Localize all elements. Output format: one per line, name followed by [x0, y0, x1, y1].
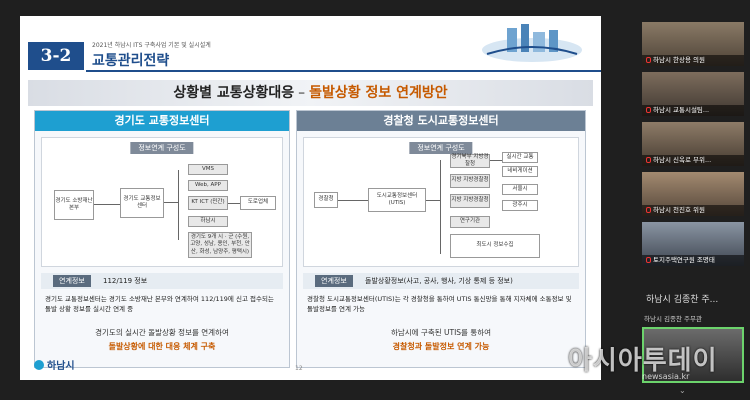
diagram-box-vms: VMS	[188, 164, 228, 175]
gyeonggi-summary-line1: 경기도의 실시간 돌발상황 정보를 연계하여	[95, 328, 229, 337]
gyeonggi-info-row: 연계정보 112/119 정보	[41, 273, 283, 289]
gyeonggi-info-tag: 연계정보	[53, 275, 91, 287]
diagram-connector	[94, 204, 120, 205]
police-description: 경찰청 도시교통정보센터(UTIS)는 각 경찰청을 통하여 UTIS 통신망을…	[307, 295, 572, 313]
diagram-connector	[440, 160, 441, 254]
police-summary-line2: 경찰청과 돌발정보 연계 가능	[392, 342, 490, 351]
gyeonggi-description: 경기도 교통정보센터는 경기도 소방재난 본부와 연계하여 112/119에 신…	[45, 295, 274, 313]
diagram-box-kt-ict: KT ICT (민간)	[188, 196, 228, 210]
hanam-logo-mark	[34, 360, 44, 370]
diagram-box-region-3: 지방 지방경찰청	[450, 194, 490, 208]
police-info-value: 돌발상황정보(사고, 공사, 행사, 기상 통제 등 정보)	[365, 277, 513, 285]
gyeonggi-summary-line2: 돌발상황에 대한 대응 체계 구축	[108, 342, 216, 351]
participant-name: 하남시 교통시설팀...	[642, 105, 744, 116]
banner-main: 상황별 교통상황대응	[173, 85, 295, 101]
police-diagram: 정보연계 구성도 경찰청 도시교통정보센터 (UTIS) 경기북부 지방경찰청 …	[303, 137, 579, 267]
mic-muted-icon	[646, 107, 651, 113]
banner-separator: –	[298, 85, 306, 101]
hanam-logo: 하남시	[34, 357, 75, 372]
diagram-box-cities: 경기도 9개 시 · 군 (수원, 고양, 성남, 용인, 부천, 안산, 화성…	[188, 232, 252, 258]
diagram-box-fire-hq: 경기도 소방재난 본부	[54, 190, 94, 220]
participant-tile[interactable]: 하남시 한상용 의원	[642, 22, 744, 66]
gyeonggi-diagram: 정보연계 구성도 경기도 소방재난 본부 경기도 교통정보센터 VMS Web,…	[41, 137, 283, 267]
diagram-connector	[178, 170, 179, 240]
active-speaker-video	[644, 329, 742, 381]
participant-name: 하남시 한상용 의원	[642, 55, 744, 66]
banner-accent: 돌발상황 정보 연계방안	[309, 85, 448, 101]
diagram-connector	[426, 200, 440, 201]
police-summary-line1: 하남시에 구축된 UTIS를 통하여	[390, 328, 492, 337]
diagram-connector	[338, 200, 368, 201]
mic-muted-icon	[646, 207, 651, 213]
diagram-box-region-2: 지방 지방경찰청	[450, 174, 490, 188]
diagram-box-service-4: 광주시	[502, 200, 538, 211]
diagram-box-service-2: 네비게이션	[502, 166, 538, 177]
police-panel: 경찰청 도시교통정보센터 정보연계 구성도 경찰청 도시교통정보센터 (UTIS…	[296, 110, 586, 368]
participant-tile[interactable]: 하남시 교통시설팀...	[642, 72, 744, 116]
mic-muted-icon	[646, 57, 651, 63]
participant-name: 토지주택연구원 조명태	[642, 255, 744, 266]
police-info-tag: 연계정보	[315, 275, 353, 287]
diagram-box-service-3: 서울시	[502, 184, 538, 195]
police-diagram-tag: 정보연계 구성도	[409, 142, 473, 154]
gyeonggi-diagram-tag: 정보연계 구성도	[130, 142, 194, 154]
participant-name: 하남시 천진호 위원	[642, 205, 744, 216]
slide-section-title: 교통관리전략	[92, 53, 170, 69]
diagram-connector	[228, 203, 240, 204]
diagram-connector	[490, 160, 502, 161]
diagram-box-service-1: 실시간 교통	[502, 152, 538, 163]
active-speaker-title: 하남시 김종찬 주...	[646, 295, 719, 305]
diagram-box-police: 경찰청	[314, 192, 338, 208]
diagram-box-gyeonggi-center: 경기도 교통정보센터	[120, 188, 164, 218]
diagram-box-collection: 최도시 정보수집	[450, 234, 540, 258]
chevron-down-icon[interactable]: ⌄	[679, 386, 686, 395]
shared-slide: 3-2 2021년 하남시 ITS 구축사업 기본 및 실시설계 교통관리전략 …	[20, 16, 601, 380]
participant-tile[interactable]: 하남시 천진호 위원	[642, 172, 744, 216]
header-divider	[86, 70, 601, 72]
participant-tile[interactable]: 하남시 신옥로 부위...	[642, 122, 744, 166]
diagram-box-region-1: 경기북부 지방경찰청	[450, 153, 490, 168]
slide-header: 3-2 2021년 하남시 ITS 구축사업 기본 및 실시설계 교통관리전략	[20, 16, 601, 70]
diagram-box-research: 연구기관	[450, 216, 490, 228]
hanam-logo-text: 하남시	[47, 361, 75, 372]
watermark-url: newsasia.kr	[642, 372, 690, 381]
diagram-box-web-app: Web, APP	[188, 180, 228, 191]
diagram-box-roadwork: 도로업체	[240, 196, 276, 210]
participant-name: 하남시 신옥로 부위...	[642, 155, 744, 166]
mic-muted-icon	[646, 257, 651, 263]
participant-tile[interactable]: 토지주택연구원 조명태	[642, 222, 744, 266]
slide-banner: 상황별 교통상황대응–돌발상황 정보 연계방안	[28, 80, 593, 106]
gyeonggi-panel-title: 경기도 교통정보센터	[35, 111, 289, 131]
diagram-box-utis: 도시교통정보센터 (UTIS)	[368, 188, 426, 212]
active-speaker-tile[interactable]	[642, 327, 744, 383]
slide-page-number: 12	[295, 365, 303, 372]
participant-strip[interactable]: 하남시 한상용 의원 하남시 교통시설팀... 하남시 신옥로 부위... 하남…	[640, 16, 746, 380]
police-panel-title: 경찰청 도시교통정보센터	[297, 111, 585, 131]
diagram-box-hanam: 하남시	[188, 216, 228, 227]
watermark: 아시아투데이	[568, 346, 718, 376]
diagram-connector	[164, 202, 178, 203]
active-speaker-name: 하남시 김종찬 주무관	[644, 315, 702, 323]
gyeonggi-panel: 경기도 교통정보센터 정보연계 구성도 경기도 소방재난 본부 경기도 교통정보…	[34, 110, 290, 368]
police-info-row: 연계정보 돌발상황정보(사고, 공사, 행사, 기상 통제 등 정보)	[303, 273, 579, 289]
gyeonggi-info-value: 112/119 정보	[103, 277, 148, 285]
header-illustration	[482, 24, 582, 62]
mic-muted-icon	[646, 157, 651, 163]
slide-project-title: 2021년 하남시 ITS 구축사업 기본 및 실시설계	[92, 42, 211, 49]
section-number-badge: 3-2	[28, 42, 84, 70]
